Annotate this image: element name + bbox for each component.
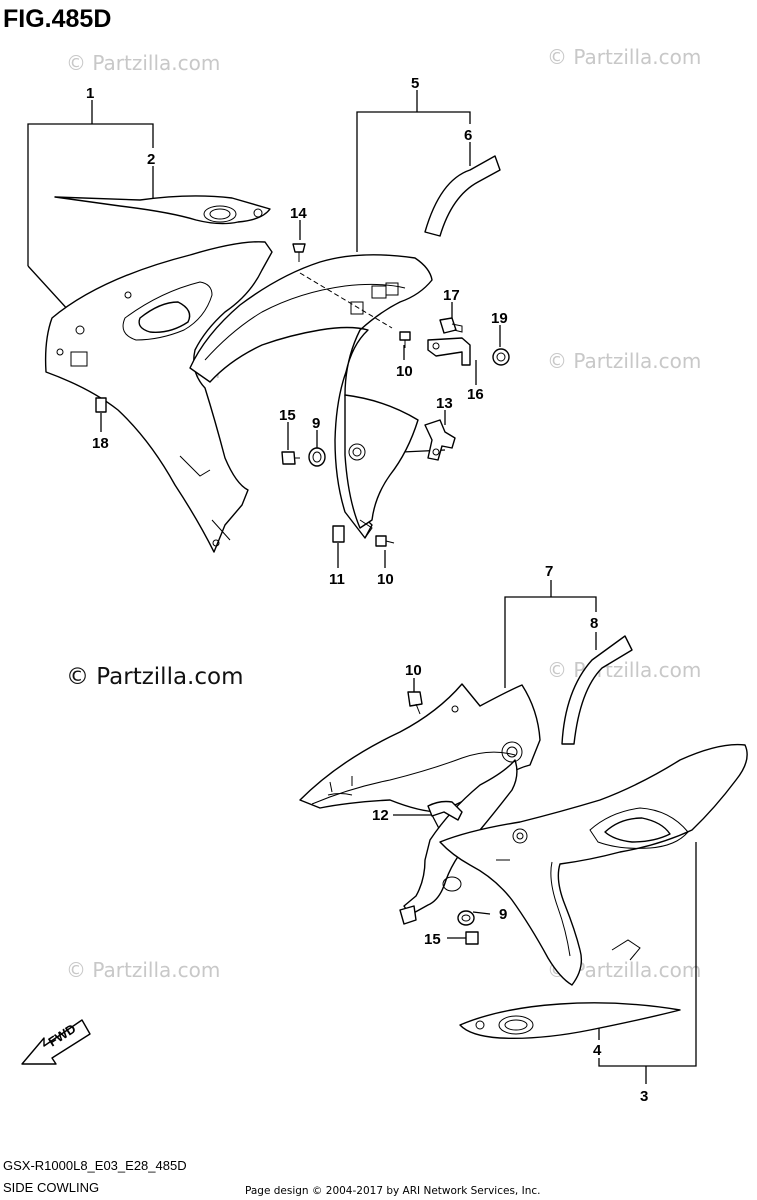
callout-10-mid: 10 (377, 571, 394, 588)
decal-item-4 (459, 1002, 681, 1040)
callout-14: 14 (290, 205, 307, 222)
callout-19: 19 (491, 310, 508, 327)
callout-15-lower: 15 (424, 931, 441, 948)
decal-item-2 (54, 195, 271, 225)
watermark-1: © Partzilla.com (66, 51, 220, 75)
watermark-5: © Partzilla.com (547, 658, 701, 682)
figure-title: FIG.485D (3, 5, 111, 33)
seal-item-8 (561, 635, 633, 745)
callout-9-upper: 9 (312, 415, 320, 432)
callout-7: 7 (545, 563, 553, 580)
upper-cowling-left (44, 195, 273, 553)
section-name: SIDE COWLING (3, 1180, 99, 1195)
callout-4: 4 (593, 1042, 602, 1059)
callout-8: 8 (590, 615, 598, 632)
leader-lines-upper (27, 90, 501, 568)
side-cowl-item-3 (439, 743, 748, 986)
callout-6: 6 (464, 127, 472, 144)
copyright-credit: Page design © 2004-2017 by ARI Network S… (245, 1185, 540, 1197)
callout-10-lower: 10 (405, 662, 422, 679)
seal-item-6 (424, 155, 501, 237)
callout-17: 17 (443, 287, 460, 304)
callout-18: 18 (92, 435, 109, 452)
inner-panel-item-5 (189, 254, 433, 539)
fwd-arrow-icon: FWD (21, 1019, 91, 1065)
intake-opening (138, 301, 191, 333)
bracket-item-12 (427, 800, 463, 821)
upper-fasteners (95, 243, 510, 547)
callout-1: 1 (86, 85, 94, 102)
watermark-6: © Partzilla.com (66, 958, 220, 982)
callout-numbers: 1 2 5 6 14 17 19 10 16 13 15 9 18 11 10 … (86, 75, 648, 1105)
intake-opening-right (604, 817, 671, 843)
callout-15-upper: 15 (279, 407, 296, 424)
callout-9-lower: 9 (499, 906, 507, 923)
watermark-4: © Partzilla.com (547, 349, 701, 373)
figure-code: GSX-R1000L8_E03_E28_485D (3, 1158, 187, 1173)
callout-11: 11 (329, 571, 345, 588)
callout-3: 3 (640, 1088, 648, 1105)
callout-10-upper: 10 (396, 363, 413, 380)
callout-5: 5 (411, 75, 419, 92)
watermark-main: © Partzilla.com (66, 664, 244, 690)
callout-2: 2 (147, 151, 155, 168)
lower-fasteners (399, 691, 479, 945)
callout-13: 13 (436, 395, 453, 412)
callout-12: 12 (372, 807, 389, 824)
watermark-2: © Partzilla.com (547, 45, 701, 69)
callout-16: 16 (467, 386, 484, 403)
side-cowl-item-1 (44, 241, 273, 553)
